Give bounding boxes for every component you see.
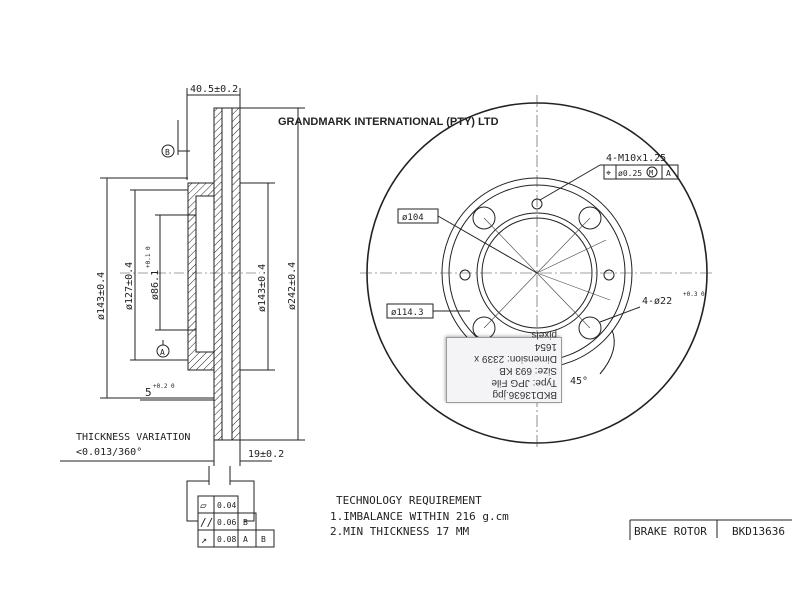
dia-143-left-label: ø143±0.4	[96, 272, 107, 320]
tooltip-size: Size: 693 KB	[499, 365, 557, 376]
angle-label: 45°	[570, 376, 588, 387]
position-datum: A	[666, 169, 671, 178]
dia-143-right-label: ø143±0.4	[257, 264, 268, 312]
runout-value: 0.08	[217, 535, 236, 544]
tooltip-filename: BKD13636.jpg	[492, 389, 558, 400]
position-modifier: M	[649, 169, 653, 177]
tolerance-frame: ▱ 0.04 // 0.06 B ↗ 0.08 A B	[197, 495, 275, 548]
note-item: 2.MIN THICKNESS 17 MM	[330, 525, 469, 538]
parallelism-datum: B	[243, 518, 248, 527]
thickness-dimension: 19±0.2	[248, 449, 284, 460]
file-info-tooltip: BKD13636.jpg Type: JPG File Size: 693 KB…	[446, 329, 562, 403]
technology-notes: TECHNOLOGY REQUIREMENT 1.IMBALANCE WITHI…	[330, 494, 509, 538]
dia-86-tolerance: +0.1 0	[145, 246, 152, 268]
dia-104-label: ø104	[402, 213, 424, 223]
datum-a-label: A	[160, 348, 165, 357]
dia-86-label: ø86.1	[150, 270, 161, 300]
thread-callout: 4-M10x1.25	[606, 153, 666, 164]
side-section-view: 40.5±0.2 B A ø143±0.4 ø127±0.4 ø86.1 +0.…	[60, 84, 305, 522]
offset-dimension: 5	[145, 386, 152, 399]
holes-callout: 4-ø22	[642, 296, 672, 307]
front-view: 4-M10x1.25 ⌖ ø0.25 M A ø104 ø114.3 4-ø22…	[360, 95, 715, 450]
holes-tolerance: +0.3 0	[683, 291, 705, 298]
thickness-variation-label: THICKNESS VARIATION	[76, 432, 190, 443]
width-dimension: 40.5±0.2	[190, 84, 238, 95]
parallelism-symbol: //	[200, 516, 213, 529]
tooltip-dimension-unit: pixels	[531, 329, 557, 340]
dia-242-label: ø242±0.4	[287, 262, 298, 310]
tooltip-type: Type: JPG File	[491, 377, 557, 388]
position-tolerance: ø0.25	[618, 169, 642, 178]
dia-114-label: ø114.3	[391, 308, 424, 318]
part-number: BKD13636	[732, 525, 785, 538]
thickness-variation-value: <0.013/360°	[76, 447, 142, 458]
runout-datum-a: A	[243, 535, 248, 544]
runout-datum-b: B	[261, 535, 266, 544]
title-block: BRAKE ROTOR BKD13636	[629, 519, 792, 540]
dia-127-label: ø127±0.4	[124, 262, 135, 310]
tooltip-dimension: Dimension: 2339 x 1654	[474, 341, 557, 364]
notes-title: TECHNOLOGY REQUIREMENT	[336, 494, 482, 507]
company-name: GRANDMARK INTERNATIONAL (PTY) LTD	[278, 116, 499, 128]
position-symbol: ⌖	[606, 169, 611, 179]
parallelism-value: 0.06	[217, 518, 236, 527]
part-name: BRAKE ROTOR	[634, 525, 707, 538]
flatness-value: 0.04	[217, 501, 236, 510]
datum-b-label: B	[165, 148, 170, 157]
flatness-symbol: ▱	[200, 499, 207, 512]
note-item: 1.IMBALANCE WITHIN 216 g.cm	[330, 510, 509, 523]
offset-tolerance: +0.2 0	[153, 383, 175, 390]
runout-symbol: ↗	[201, 535, 207, 546]
